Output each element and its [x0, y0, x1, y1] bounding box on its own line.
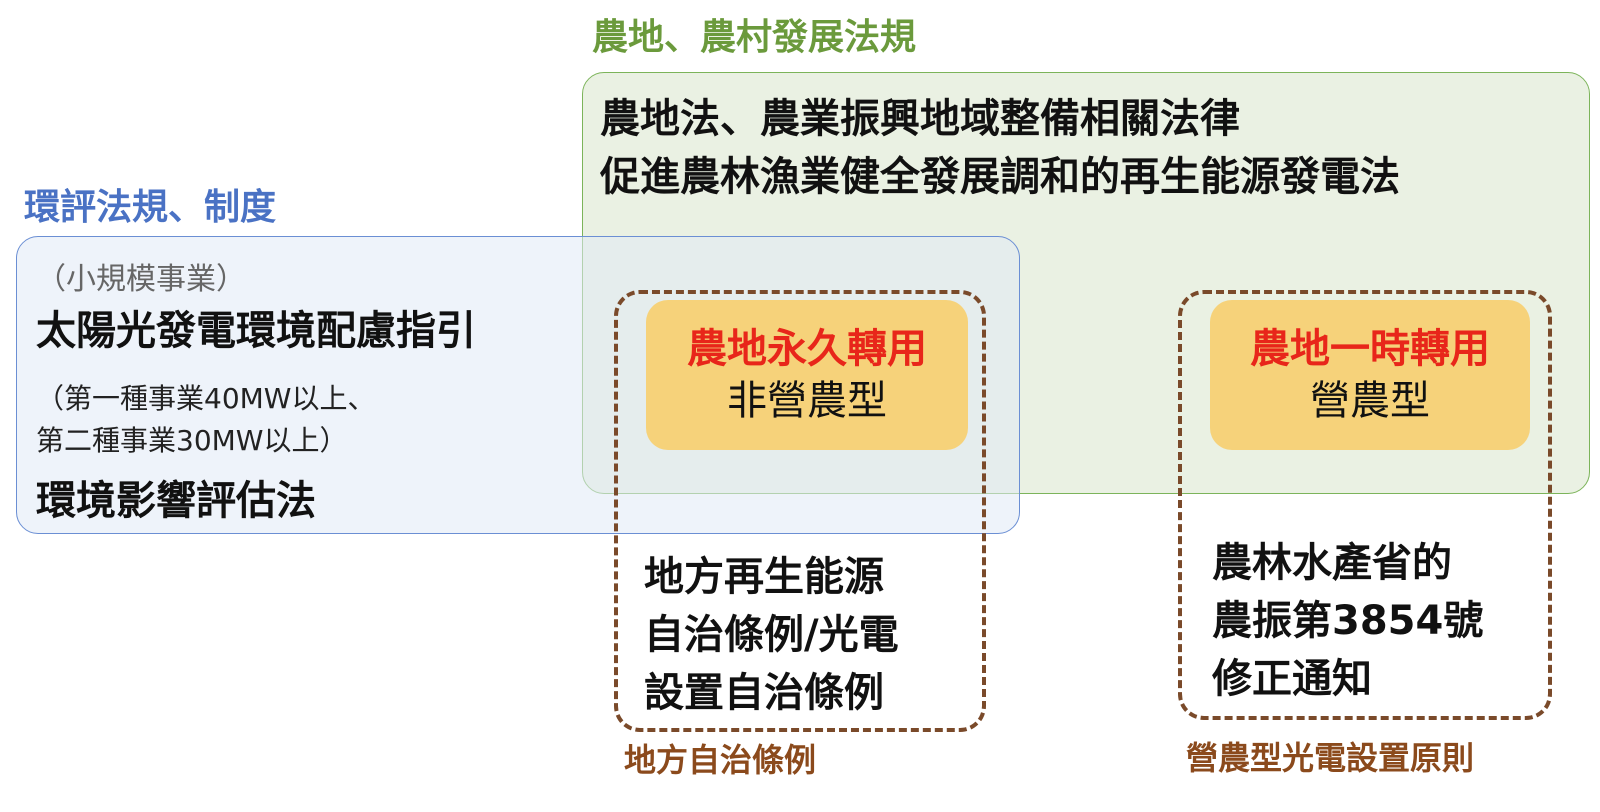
text-line: 農振第3854號: [1212, 598, 1484, 644]
local-ordinance-heading: 地方自治條例: [624, 741, 817, 779]
agri-law-item: 促進農林漁業健全發展調和的再生能源發電法: [600, 154, 1400, 200]
agri-law-item: 農地法、農業振興地域整備相關法律: [600, 96, 1240, 142]
card-subtitle: 營農型: [1310, 378, 1430, 424]
card-subtitle: 非營農型: [727, 378, 887, 424]
text-line: 修正通知: [1212, 656, 1372, 702]
local-ordinance-region: [614, 290, 986, 732]
text-line: 自治條例/光電: [644, 612, 899, 658]
scale-threshold-note: （第一種事業40MW以上、 第二種事業30MW以上）: [36, 378, 375, 462]
text-line: 地方再生能源: [644, 554, 884, 600]
scale-line: （第一種事業40MW以上、: [36, 382, 376, 415]
agri-law-list: 農地法、農業振興地域整備相關法律 促進農林漁業健全發展調和的再生能源發電法: [600, 90, 1400, 206]
text-line: 設置自治條例: [644, 670, 884, 716]
card-title: 農地一時轉用: [1250, 326, 1490, 372]
temporary-conversion-card: 農地一時轉用 營農型: [1210, 300, 1530, 450]
solar-guideline-title: 太陽光發電環境配慮指引: [36, 308, 476, 354]
text-line: 農林水產省的: [1212, 540, 1452, 586]
eia-heading: 環評法規、制度: [24, 187, 277, 228]
scale-line: 第二種事業30MW以上）: [36, 424, 348, 457]
agrivoltaic-principle-heading: 營農型光電設置原則: [1186, 739, 1475, 777]
agrivoltaic-region: [1178, 290, 1552, 720]
maff-notice-text: 農林水產省的 農振第3854號 修正通知: [1212, 534, 1483, 708]
eia-law-title: 環境影響評估法: [36, 478, 316, 524]
agri-law-heading: 農地、農村發展法規: [592, 17, 917, 58]
small-scale-note: （小規模事業）: [36, 262, 246, 297]
permanent-conversion-card: 農地永久轉用 非營農型: [646, 300, 968, 450]
card-title: 農地永久轉用: [687, 326, 927, 372]
local-ordinance-text: 地方再生能源 自治條例/光電 設置自治條例: [644, 548, 899, 722]
